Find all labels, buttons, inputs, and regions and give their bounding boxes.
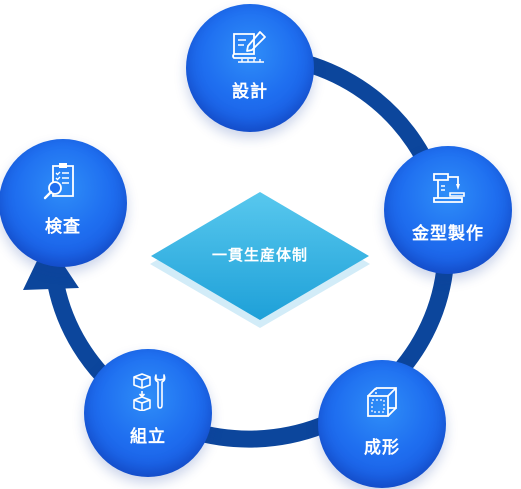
cube-mold-icon bbox=[367, 387, 397, 417]
center-label: 一貫生産体制 bbox=[211, 246, 308, 264]
node-molding: 成形 bbox=[318, 360, 446, 488]
clipboard-magnifier-icon bbox=[43, 163, 74, 200]
node-label-molding: 成形 bbox=[364, 438, 400, 458]
node-label-inspection: 検査 bbox=[45, 217, 81, 237]
node-label-assembly: 組立 bbox=[130, 427, 166, 447]
node-inspection: 検査 bbox=[0, 139, 127, 267]
node-label-design: 設計 bbox=[232, 82, 268, 102]
node-assembly: 組立 bbox=[84, 349, 212, 477]
parts-wrench-icon bbox=[133, 373, 166, 411]
node-mold-making: 金型製作 bbox=[384, 146, 512, 274]
node-label-mold-making: 金型製作 bbox=[412, 224, 484, 244]
node-design: 設計 bbox=[186, 4, 314, 132]
blueprint-pencil-icon bbox=[232, 31, 266, 63]
milling-machine-icon bbox=[433, 173, 465, 203]
